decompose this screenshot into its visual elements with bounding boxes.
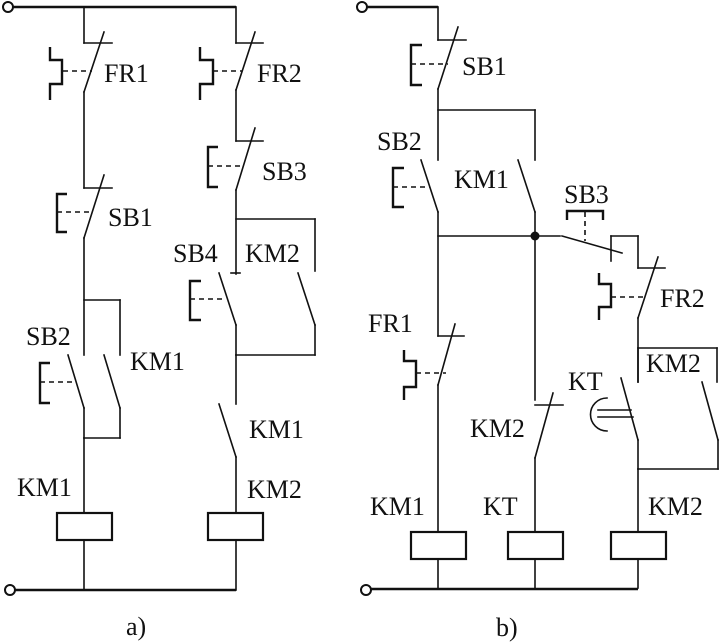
caption-b: b) xyxy=(496,613,518,642)
label-km2-holding-a: KM2 xyxy=(245,239,300,268)
km1-coil-b xyxy=(409,530,468,561)
label-sb1-a: SB1 xyxy=(108,203,153,232)
pushbutton-actuator-icon xyxy=(565,209,605,220)
label-sb3-b: SB3 xyxy=(564,180,609,209)
pushbutton-actuator-icon xyxy=(38,361,50,405)
pushbutton-actuator-icon xyxy=(391,166,404,209)
label-km1-holding-a: KM1 xyxy=(130,347,185,376)
sb1-contact-b xyxy=(409,6,467,161)
panel-b: SB1 SB2 KM1 SB3 xyxy=(356,1,719,642)
sb1-contact-a xyxy=(55,173,113,356)
label-sb2-a: SB2 xyxy=(26,322,71,351)
caption-a: a) xyxy=(126,612,146,641)
label-sb4-a: SB4 xyxy=(173,239,218,268)
label-kt-coil-b: KT xyxy=(483,492,518,521)
pushbutton-actuator-icon xyxy=(206,145,218,189)
pushbutton-actuator-icon xyxy=(188,279,201,322)
km1-interlock-contact-a xyxy=(217,402,238,514)
pushbutton-actuator-icon xyxy=(409,43,422,87)
sb2-km1-parallel-b xyxy=(391,109,561,401)
terminal-top-left xyxy=(2,1,14,13)
label-fr2-a: FR2 xyxy=(257,59,302,88)
km2-interlock-contact-b xyxy=(534,392,564,533)
pushbutton-actuator-icon xyxy=(55,192,67,234)
sb3-contact-b xyxy=(561,209,639,269)
label-km2-holding-b: KM2 xyxy=(646,349,701,378)
label-km1-coil-b: KM1 xyxy=(370,492,425,521)
label-sb3-a: SB3 xyxy=(262,157,307,186)
terminal-bottom-left-b xyxy=(360,584,372,596)
label-fr1-a: FR1 xyxy=(104,59,149,88)
thermal-relay-actuator-icon xyxy=(597,273,613,320)
label-fr2-b: FR2 xyxy=(660,284,705,313)
label-km2-coil-a: KM2 xyxy=(247,475,302,504)
label-km1-interlock-a: KM1 xyxy=(249,415,304,444)
label-km2-interlock-b: KM2 xyxy=(470,414,525,443)
time-delay-icon xyxy=(589,397,608,432)
thermal-relay-actuator-icon xyxy=(48,47,64,100)
label-km2-coil-b: KM2 xyxy=(648,492,703,521)
label-kt-contact-b: KT xyxy=(568,367,603,396)
label-km1-holding-b: KM1 xyxy=(454,165,509,194)
label-sb1-b: SB1 xyxy=(462,52,507,81)
fr1-contact xyxy=(48,6,113,189)
km2-coil-a xyxy=(206,511,265,542)
thermal-relay-actuator-icon xyxy=(198,47,215,100)
junction-dot xyxy=(530,231,540,241)
sb3-contact-a xyxy=(206,127,264,275)
thermal-relay-actuator-icon xyxy=(402,350,418,400)
panel-a: FR1 SB1 SB2 KM1 K xyxy=(2,1,317,641)
label-km1-coil-a: KM1 xyxy=(17,473,72,502)
label-fr1-b: FR1 xyxy=(368,309,413,338)
km1-coil-a xyxy=(55,511,114,542)
terminal-top-left-b xyxy=(356,1,368,13)
fr1-contact-b xyxy=(402,323,465,533)
km2-coil-b xyxy=(609,530,668,561)
sb4-km2-parallel-a xyxy=(188,218,317,405)
kt-km2-parallel-b xyxy=(589,347,719,533)
sb2-km1-parallel-a xyxy=(38,299,121,514)
label-sb2-b: SB2 xyxy=(377,127,422,156)
terminal-bottom-left xyxy=(4,584,16,596)
fr2-contact-a xyxy=(198,6,264,142)
kt-coil-b xyxy=(506,530,565,561)
